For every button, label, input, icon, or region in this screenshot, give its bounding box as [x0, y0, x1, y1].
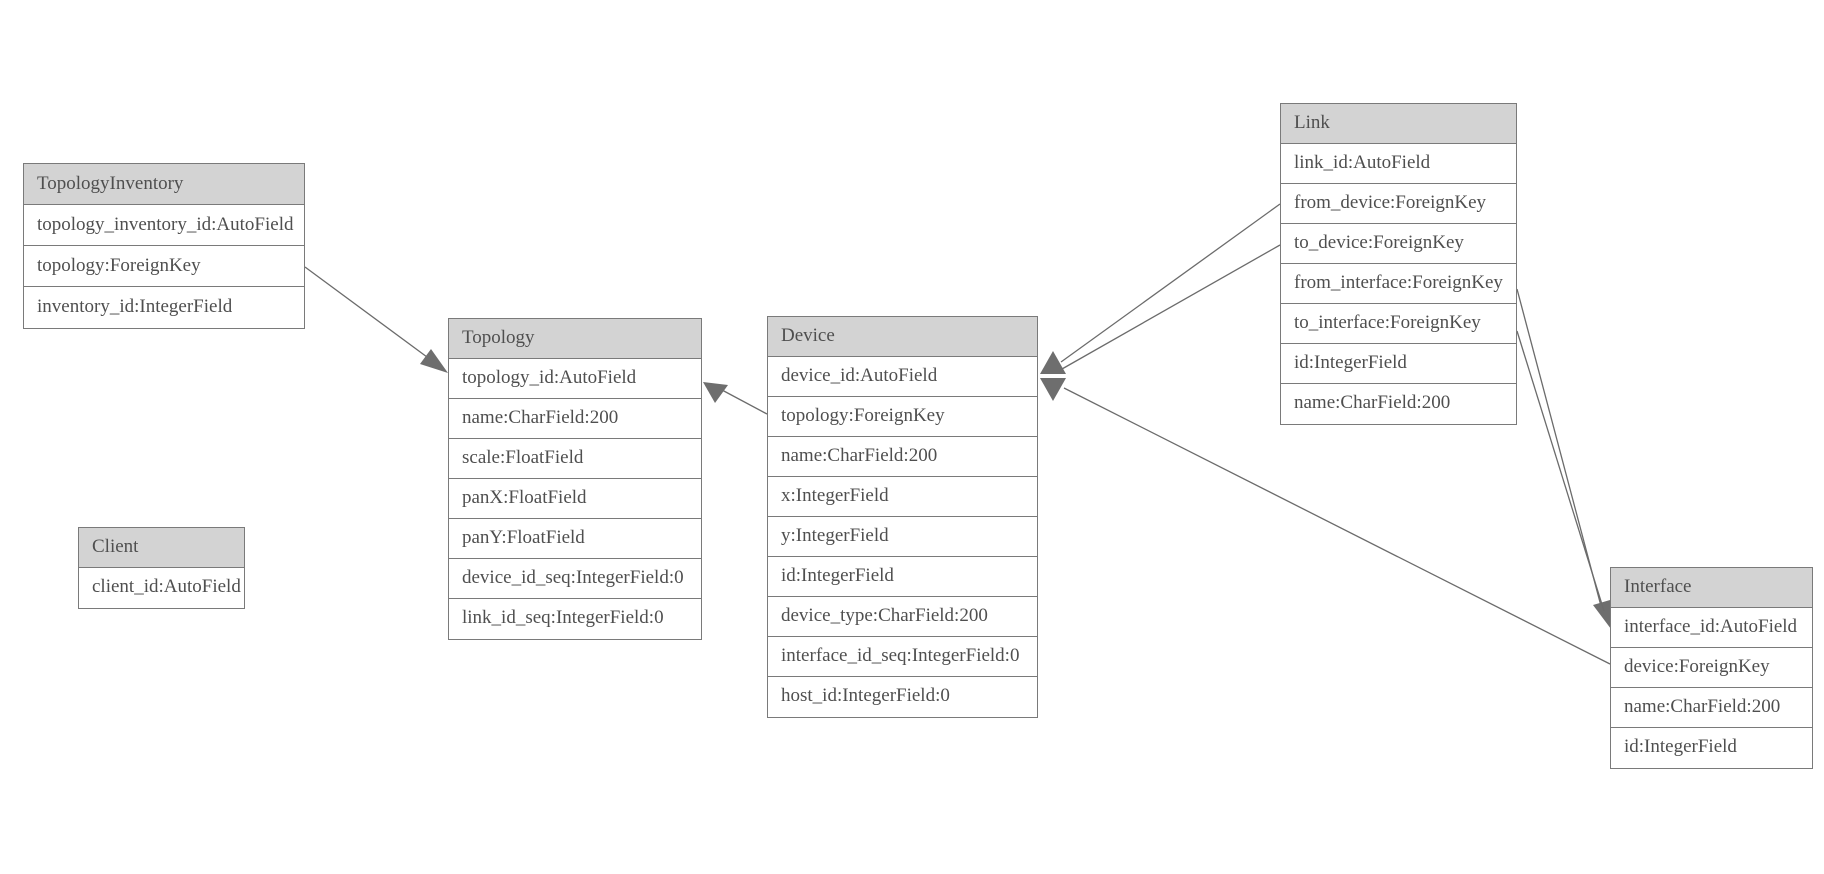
entity-title-client: Client [79, 528, 244, 568]
field-row: to_interface:ForeignKey [1281, 304, 1516, 344]
field-row: topology:ForeignKey [768, 397, 1037, 437]
entity-client: Client client_id:AutoField [78, 527, 245, 609]
field-row: panX:FloatField [449, 479, 701, 519]
entity-title-topology: Topology [449, 319, 701, 359]
relation-line-link-from_device [1060, 203, 1281, 363]
field-row: link_id_seq:IntegerField:0 [449, 599, 701, 639]
field-row: x:IntegerField [768, 477, 1037, 517]
relation-line-device-topology [721, 389, 768, 415]
entity-title-interface: Interface [1611, 568, 1812, 608]
field-row: id:IntegerField [768, 557, 1037, 597]
field-row: device_type:CharField:200 [768, 597, 1037, 637]
field-row: interface_id_seq:IntegerField:0 [768, 637, 1037, 677]
arrowhead-icon [1593, 600, 1611, 629]
relation-line-link-from_interface [1516, 288, 1602, 607]
field-row: topology_inventory_id:AutoField [24, 205, 304, 246]
field-row: device_id_seq:IntegerField:0 [449, 559, 701, 599]
field-row: name:CharField:200 [449, 399, 701, 439]
arrowhead-icon [1040, 378, 1066, 401]
field-row: scale:FloatField [449, 439, 701, 479]
field-row: panY:FloatField [449, 519, 701, 559]
field-row: topology_id:AutoField [449, 359, 701, 399]
field-row: from_device:ForeignKey [1281, 184, 1516, 224]
relation-line-link-to_device [1061, 244, 1281, 370]
field-row: from_interface:ForeignKey [1281, 264, 1516, 304]
field-row: topology:ForeignKey [24, 246, 304, 287]
arrowhead-icon [1040, 351, 1066, 374]
field-row: id:IntegerField [1281, 344, 1516, 384]
entity-title-device: Device [768, 317, 1037, 357]
field-row: to_device:ForeignKey [1281, 224, 1516, 264]
field-row: host_id:IntegerField:0 [768, 677, 1037, 717]
field-row: link_id:AutoField [1281, 144, 1516, 184]
arrowhead-icon [703, 382, 728, 403]
field-row: device_id:AutoField [768, 357, 1037, 397]
relation-line-topologyinventory-topology [304, 266, 428, 358]
field-row: interface_id:AutoField [1611, 608, 1812, 648]
relation-line-interface-device [1063, 387, 1611, 665]
field-row: id:IntegerField [1611, 728, 1812, 768]
field-row: name:CharField:200 [1281, 384, 1516, 424]
relation-line-link-to_interface [1516, 330, 1605, 612]
field-row: device:ForeignKey [1611, 648, 1812, 688]
entity-fields-client: client_id:AutoField [79, 568, 244, 608]
field-row: y:IntegerField [768, 517, 1037, 557]
entity-topology-inventory: TopologyInventory topology_inventory_id:… [23, 163, 305, 329]
arrowhead-icon [420, 349, 448, 373]
field-row: client_id:AutoField [79, 568, 244, 608]
field-row: name:CharField:200 [768, 437, 1037, 477]
field-row: inventory_id:IntegerField [24, 287, 304, 328]
entity-title-link: Link [1281, 104, 1516, 144]
entity-title-topology-inventory: TopologyInventory [24, 164, 304, 205]
field-row: name:CharField:200 [1611, 688, 1812, 728]
